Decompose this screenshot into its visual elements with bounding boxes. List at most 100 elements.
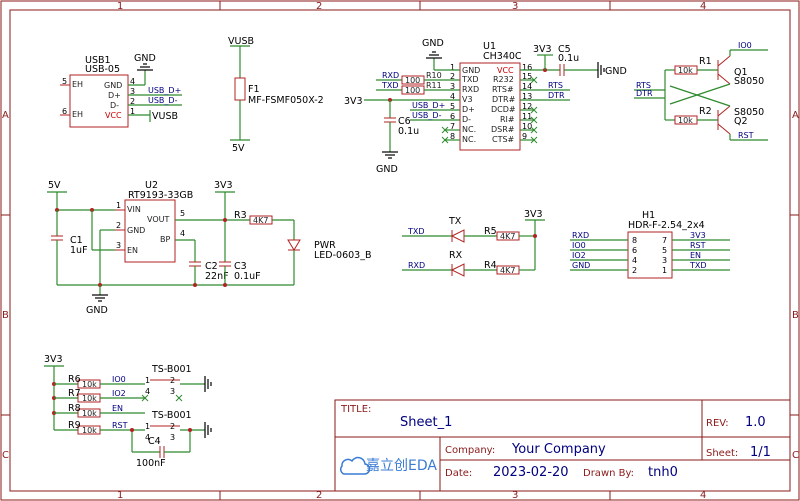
tb-title: Sheet_1 <box>400 415 452 430</box>
fuse-ref: F1 <box>248 84 260 95</box>
usb-pinno-4: 4 <box>130 77 135 86</box>
r3-value: 4K7 <box>253 216 268 225</box>
ch340-pin-r232: R232 <box>493 75 514 84</box>
btn-net-rst: RST <box>112 421 128 430</box>
ch340-pin-v3: V3 <box>462 95 473 104</box>
q1-value: S8050 <box>734 76 764 87</box>
ch340-pinno-3: 3 <box>450 82 455 91</box>
ch340-pinno-5: 5 <box>450 102 455 111</box>
r7-ref: R7 <box>68 388 81 399</box>
r5-ref: R5 <box>484 226 497 237</box>
usb-value: USB-05 <box>85 64 120 75</box>
led-vcc-net: 3V3 <box>524 209 543 220</box>
ldo-regulator[interactable]: 5V C1 1uF U2 RT9193-33GB VIN GND EN 1 2 … <box>47 180 371 316</box>
fuse-f1[interactable]: VUSB F1 MF-FSMF050X-2 5V <box>228 36 324 154</box>
c5-value: 0.1u <box>558 53 579 64</box>
ch340-vcc-net: 3V3 <box>533 44 552 55</box>
r3-ref: R3 <box>234 210 247 221</box>
ch340-pin-txd: TXD <box>461 75 479 84</box>
sw2-pin2: 2 <box>170 422 175 431</box>
ch340-pinno-13: 13 <box>522 92 532 101</box>
r1-value: 10k <box>678 66 693 75</box>
fuse-bottom-net: 5V <box>232 143 245 154</box>
r4-ref: R4 <box>484 260 497 271</box>
row-label-b: B <box>2 310 9 321</box>
ch340-net-txd: TXD <box>381 81 399 90</box>
ch340-pin-gnd: GND <box>462 66 480 75</box>
tb-drawn: tnh0 <box>648 465 678 480</box>
ch340-gnd-right: GND <box>605 66 627 77</box>
tb-title-label: TITLE: <box>340 404 371 415</box>
r11-ref: R11 <box>426 81 442 90</box>
tr-net-io0: IO0 <box>738 41 752 50</box>
row-label-c-right: C <box>792 450 799 461</box>
h1-net-txd: TXD <box>689 261 707 270</box>
auto-reset-circuit[interactable]: RTS DTR 10k R1 10k R2 IO0 RST Q1 S8050 S… <box>634 41 768 141</box>
ch340-pinno-2: 2 <box>450 72 455 81</box>
usb-pinno-1: 1 <box>130 107 135 116</box>
q2-value: S8050 <box>734 107 764 118</box>
ldo-gnd-label: GND <box>86 305 108 316</box>
col-label-3: 3 <box>512 1 518 12</box>
usb-gnd-label: GND <box>134 53 156 64</box>
ch340-ref: U1 <box>483 41 496 52</box>
fuse-value: MF-FSMF050X-2 <box>248 95 324 106</box>
usb-pinno-2: 2 <box>130 97 135 106</box>
easyeda-logo: 嘉立创EDA <box>340 456 437 475</box>
ch340-value: CH340C <box>483 51 522 62</box>
usb-pinno-6: 6 <box>62 107 67 116</box>
ldo-pin-vout: VOUT <box>147 215 169 224</box>
sw2-pin1: 1 <box>145 422 150 431</box>
led-rx-label: RX <box>449 250 463 261</box>
r9-value: 10k <box>82 426 97 435</box>
c5-ref: C5 <box>558 44 571 55</box>
row-label-a-right: A <box>792 110 799 121</box>
r9-ref: R9 <box>68 420 81 431</box>
c6-ref: C6 <box>398 116 411 127</box>
c2-ref: C2 <box>205 261 218 272</box>
usb-pin-dp: D+ <box>108 91 121 100</box>
sw1-pin4: 4 <box>145 387 150 396</box>
c3-ref: C3 <box>234 261 247 272</box>
header-h1[interactable]: H1 HDR-F-2.54_2x4 8 6 4 2 7 5 3 1 RXD IO… <box>570 210 730 279</box>
ch340-pin-rts: RTS# <box>492 85 514 94</box>
title-block: TITLE: Sheet_1 REV: 1.0 Company: Your Co… <box>334 399 791 492</box>
ldo-pinno-4: 4 <box>180 229 185 238</box>
usb-ref: USB1 <box>85 55 111 66</box>
c4-value: 100nF <box>136 458 166 469</box>
led-net-txd: TXD <box>407 227 425 236</box>
ldo-pin-gnd: GND <box>127 226 145 235</box>
ch340-pin-nc2: NC. <box>462 135 476 144</box>
h1-pinno-6: 6 <box>632 246 637 255</box>
ch340-chip[interactable]: U1 CH340C GND TXD RXD V3 D+ D- NC. NC. 1… <box>344 38 627 175</box>
ch340-pin-dsr: DSR# <box>491 125 515 134</box>
sw1-pin1: 1 <box>145 376 150 385</box>
usb-pinno-5: 5 <box>62 77 67 86</box>
tb-company: Your Company <box>511 442 606 457</box>
ch340-pinno-15: 15 <box>522 72 532 81</box>
col-label-1: 1 <box>117 1 123 12</box>
led-pwr-value: LED-0603_B <box>314 250 371 261</box>
ldo-pin-vin: VIN <box>127 205 141 214</box>
ch340-pinno-7: 7 <box>450 122 455 131</box>
tx-rx-leds[interactable]: TXD TX 4K7 R5 RXD RX 4K7 R4 3V3 <box>402 209 545 277</box>
ch340-pin-dp: D+ <box>462 105 475 114</box>
r10-ref: R10 <box>426 71 442 80</box>
ch340-pin-dcd: DCD# <box>491 105 516 114</box>
ch340-pin-ri: RI# <box>500 115 515 124</box>
usb-pin-eh-2: EH <box>72 110 83 119</box>
h1-net-3v3: 3V3 <box>690 231 706 240</box>
col-label-2-bottom: 2 <box>316 490 322 501</box>
col-label-4-bottom: 4 <box>700 490 706 501</box>
usb-pinno-3: 3 <box>130 87 135 96</box>
sw2-value: TS-B001 <box>151 410 192 421</box>
h1-pinno-4: 4 <box>632 256 637 265</box>
h1-pinno-7: 7 <box>662 236 667 245</box>
sw2-pin3: 3 <box>170 433 175 442</box>
h1-net-gnd: GND <box>572 261 590 270</box>
header-ref: H1 <box>642 210 655 221</box>
usb-connector[interactable]: USB1 USB-05 EH EH 5 6 GND D+ D- VCC 4 3 … <box>60 53 182 128</box>
ch340-pinno-4: 4 <box>450 92 455 101</box>
buttons-circuit[interactable]: 3V3 10k 10k 10k 10k R6 R7 R8 R9 IO0 IO2 … <box>44 354 212 469</box>
ch340-pinno-16: 16 <box>522 63 532 72</box>
